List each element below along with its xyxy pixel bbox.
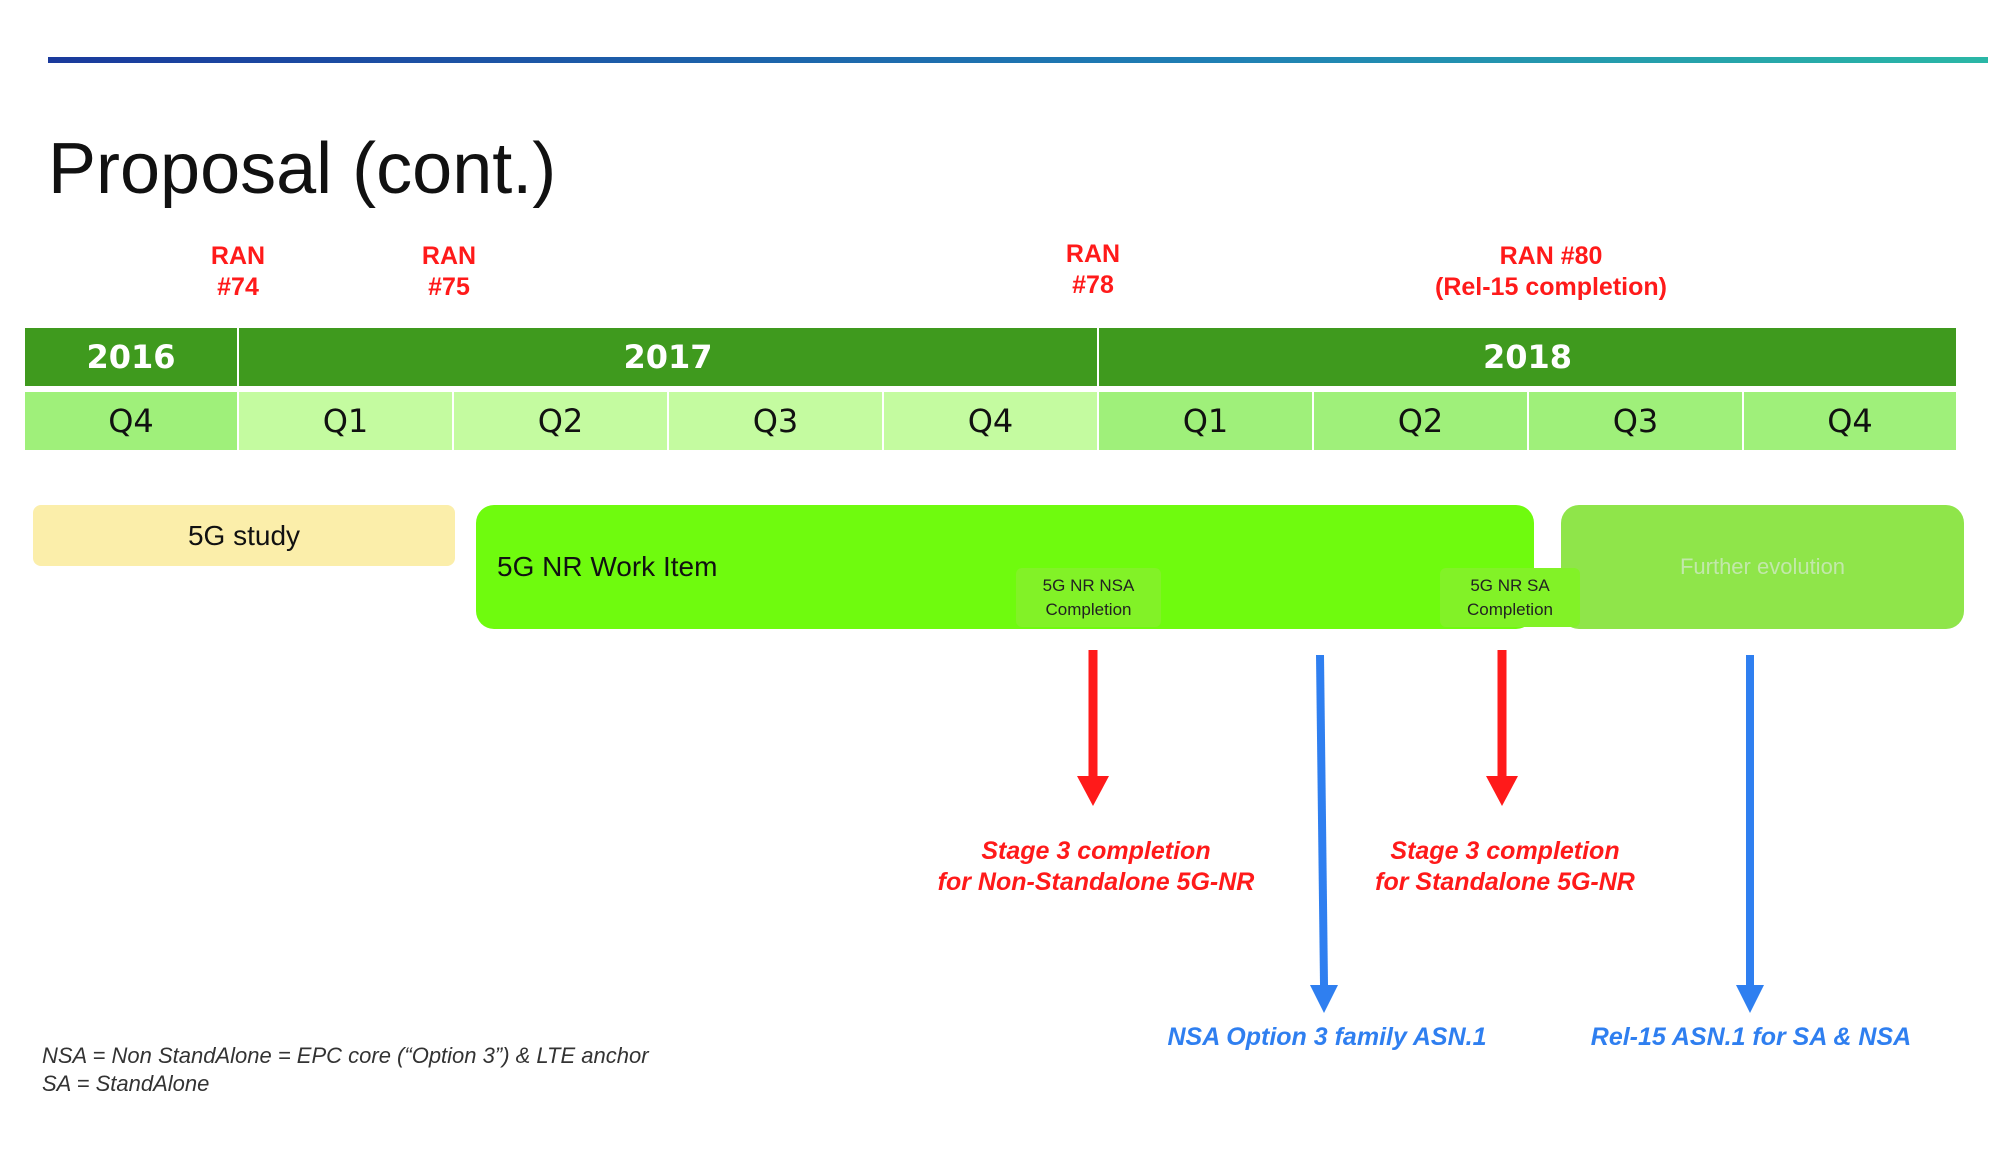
nsa-milestone-line1: 5G NR NSA — [1042, 575, 1135, 595]
ran-74-line2: #74 — [217, 273, 259, 301]
ran-78-line2: #78 — [1072, 271, 1114, 299]
further-evolution-label: Further evolution — [1679, 554, 1846, 579]
nsa-stage3-line2: for Non-Standalone 5G-NR — [937, 868, 1255, 896]
ran-75-line2: #75 — [428, 273, 470, 301]
quarter-2017-q1: Q1 — [239, 392, 452, 450]
ran-80-line2: (Rel-15 completion) — [1435, 273, 1667, 301]
quarter-2017-q2: Q2 — [454, 392, 667, 450]
5g-nr-work-item-bar: 5G NR Work Item — [476, 505, 1534, 629]
sa-stage3-arrow — [1486, 650, 1518, 806]
sa-stage3-note: Stage 3 completion for Standalone 5G-NR — [1375, 836, 1635, 898]
sa-milestone-line2: Completion — [1467, 599, 1553, 619]
nsa-stage3-note: Stage 3 completion for Non-Standalone 5G… — [938, 836, 1255, 898]
sa-completion-milestone: 5G NR SA Completion — [1440, 568, 1580, 627]
ran-74-line1: RAN — [210, 242, 266, 270]
ran-74-label: RAN #74 — [211, 241, 265, 303]
ran-78-label: RAN #78 — [1066, 239, 1120, 301]
quarter-2017-q3: Q3 — [669, 392, 882, 450]
footnote-nsa-definition: NSA = Non StandAlone = EPC core (“Option… — [42, 1043, 649, 1068]
sa-stage3-line1: Stage 3 completion — [1390, 837, 1620, 865]
ran-80-label: RAN #80 (Rel-15 completion) — [1435, 241, 1667, 303]
ran-80-line1: RAN #80 — [1499, 242, 1603, 270]
year-2018: 2018 — [1099, 328, 1956, 386]
5g-study-label: 5G study — [187, 519, 301, 551]
5g-nr-work-item-label: 5G NR Work Item — [497, 551, 718, 582]
top-divider — [48, 57, 1988, 63]
quarter-2018-q2: Q2 — [1314, 392, 1527, 450]
nsa-stage3-line1: Stage 3 completion — [981, 837, 1211, 865]
sa-milestone-line1: 5G NR SA — [1470, 575, 1550, 595]
footnote-sa-definition: SA = StandAlone — [42, 1071, 210, 1096]
page-title: Proposal (cont.) — [48, 129, 557, 209]
ran-75-label: RAN #75 — [422, 241, 476, 303]
nsa-stage3-arrow — [1077, 650, 1109, 806]
year-2017: 2017 — [239, 328, 1097, 386]
sa-stage3-line2: for Standalone 5G-NR — [1375, 868, 1635, 896]
nsa-asn1-arrow — [1310, 654, 1338, 1013]
further-evolution-bar: Further evolution — [1561, 505, 1964, 629]
rel15-asn1-arrow — [1736, 655, 1764, 1013]
nsa-completion-milestone: 5G NR NSA Completion — [1016, 568, 1161, 627]
quarter-2018-q4: Q4 — [1744, 392, 1956, 450]
quarter-2016-q4: Q4 — [25, 392, 237, 450]
quarter-2018-q3: Q3 — [1529, 392, 1742, 450]
rel15-asn1-note: Rel-15 ASN.1 for SA & NSA — [1590, 1023, 1912, 1051]
ran-75-line1: RAN — [421, 242, 477, 270]
quarter-2018-q1: Q1 — [1099, 392, 1312, 450]
nsa-milestone-line2: Completion — [1045, 599, 1132, 619]
ran-78-line1: RAN — [1065, 240, 1121, 268]
year-2016: 2016 — [25, 328, 237, 386]
5g-study-bar: 5G study — [33, 505, 455, 566]
quarter-2017-q4: Q4 — [884, 392, 1097, 450]
nsa-asn1-note: NSA Option 3 family ASN.1 — [1167, 1023, 1487, 1051]
